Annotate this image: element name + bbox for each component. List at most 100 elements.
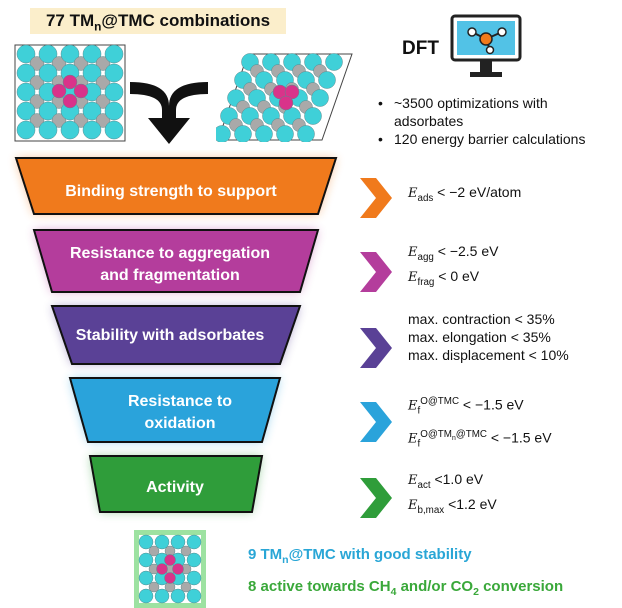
computer-monitor-icon <box>450 14 522 77</box>
atom <box>95 113 111 128</box>
criteria-activity: Eact <1.0 eV Eb,max <1.2 eV <box>408 470 497 520</box>
atom <box>104 82 124 102</box>
atom <box>186 588 202 604</box>
atom <box>276 125 294 142</box>
atom <box>38 63 58 83</box>
stage-binding-strength: Binding strength to support <box>65 183 277 200</box>
atom <box>29 75 45 90</box>
atom <box>186 570 202 586</box>
criterion-line: Eagg < −2.5 eV <box>408 243 499 263</box>
criteria-oxidation: EfO@TMC < −1.5 eV EfO@TMn@TMC < −1.5 eV <box>408 390 552 457</box>
dft-bullet: ~3500 optimizations with adsorbates <box>376 94 604 130</box>
atom <box>73 83 89 99</box>
atom <box>104 44 124 64</box>
atom <box>16 120 36 140</box>
atom <box>170 534 186 550</box>
atom <box>16 82 36 102</box>
atom <box>29 113 45 128</box>
atom <box>325 53 343 71</box>
atom <box>16 101 36 121</box>
atom <box>180 545 192 557</box>
atom <box>51 83 67 99</box>
atom <box>38 120 58 140</box>
atom <box>95 94 111 109</box>
atom <box>73 113 89 128</box>
atom <box>51 56 67 71</box>
chevron-right-icon <box>360 402 392 442</box>
atom <box>278 95 294 111</box>
funnel-adsorbates <box>50 305 302 365</box>
stage-adsorbate-stability: Stability with adsorbates <box>75 327 265 344</box>
atom <box>186 552 202 568</box>
atom <box>73 56 89 71</box>
screening-funnel <box>14 157 338 513</box>
criterion-line: EfO@TMC < −1.5 eV <box>408 396 524 417</box>
atom <box>311 89 329 107</box>
dft-bullet-list: ~3500 optimizations with adsorbates 120 … <box>376 94 604 148</box>
criterion-line: Eb,max <1.2 eV <box>408 495 497 516</box>
atom <box>154 534 170 550</box>
atom <box>304 107 322 125</box>
dft-bullet: 120 energy barrier calculations <box>376 130 604 148</box>
atom <box>234 125 252 142</box>
criterion-line: EfO@TMn@TMC < −1.5 eV <box>408 429 552 450</box>
stage-oxidation-resistance: Resistance to oxidation <box>127 393 233 432</box>
atom <box>104 120 124 140</box>
atom <box>95 56 111 71</box>
atom <box>60 120 80 140</box>
final-structure <box>134 530 206 608</box>
atom <box>60 44 80 64</box>
atom <box>95 75 111 90</box>
atom <box>138 552 154 568</box>
atom <box>51 113 67 128</box>
funnel-binding <box>14 157 338 215</box>
criterion-line: max. contraction < 35% <box>408 311 555 327</box>
atom <box>180 581 192 593</box>
result-stable: 9 TMn@TMC with good stability <box>248 546 472 566</box>
funnel-aggregation <box>32 229 320 293</box>
criterion-line: max. displacement < 10% <box>408 347 569 363</box>
atom <box>82 63 102 83</box>
atom <box>16 63 36 83</box>
criteria-binding: Eads < −2 eV/atom <box>408 183 521 208</box>
atom <box>82 44 102 64</box>
criterion-line: Eact <1.0 eV <box>408 471 484 491</box>
criterion-line: Eads < −2 eV/atom <box>408 184 522 204</box>
chevron-right-icon <box>360 178 392 218</box>
atom <box>16 44 36 64</box>
funnel-oxidation <box>68 377 282 443</box>
atom <box>62 93 78 109</box>
chevron-column <box>360 178 392 518</box>
atom <box>297 125 315 142</box>
criteria-adsorbates: max. contraction < 35% max. elongation <… <box>408 310 569 364</box>
result-active: 8 active towards CH4 and/or CO2 conversi… <box>248 578 564 598</box>
atom <box>172 563 184 575</box>
atom <box>164 554 176 566</box>
atom <box>255 125 273 142</box>
atom <box>82 101 102 121</box>
crystal-structure-top-view <box>14 44 126 142</box>
crystal-structure-tilted-view <box>216 53 353 142</box>
atom <box>148 545 160 557</box>
atom <box>186 534 202 550</box>
stage-aggregation-resistance: Resistance to aggregation and fragmentat… <box>69 245 271 284</box>
atom <box>156 563 168 575</box>
criterion-line: max. elongation < 35% <box>408 329 551 345</box>
atom <box>82 120 102 140</box>
atom <box>104 63 124 83</box>
atom <box>38 44 58 64</box>
atom <box>154 588 170 604</box>
atom <box>29 94 45 109</box>
atom <box>138 534 154 550</box>
title-text: 77 TMn@TMC combinations <box>45 11 271 34</box>
atom <box>216 125 231 142</box>
stage-activity: Activity <box>146 479 204 496</box>
atom <box>29 56 45 71</box>
atom <box>170 588 186 604</box>
criteria-aggregation: Eagg < −2.5 eV Efrag < 0 eV <box>408 242 498 292</box>
atom <box>138 588 154 604</box>
atom <box>164 572 176 584</box>
merge-arrow-icon <box>130 82 208 144</box>
atom <box>318 71 336 89</box>
chevron-right-icon <box>360 252 392 292</box>
